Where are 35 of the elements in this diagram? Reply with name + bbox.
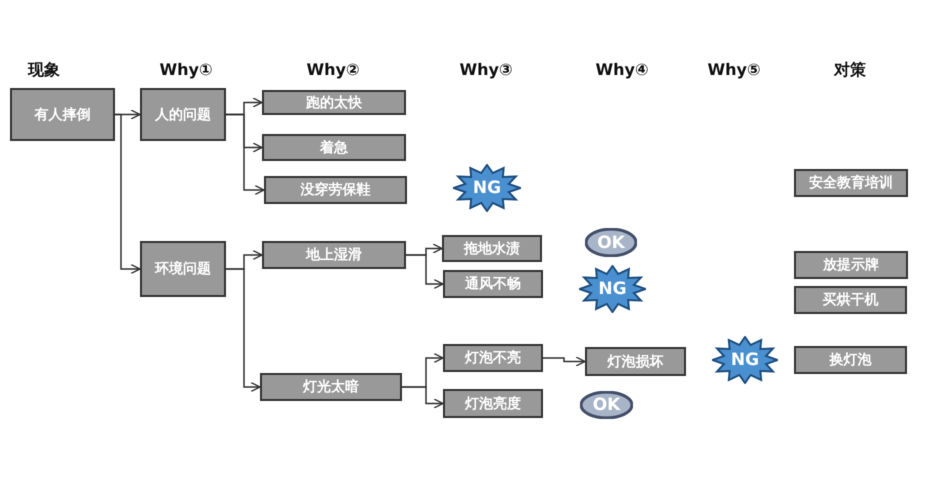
process-box: 环境问题 [140, 241, 226, 297]
process-box: 跑的太快 [262, 90, 406, 115]
column-heading: Why④ [596, 60, 648, 79]
arrow [406, 254, 444, 290]
arrow [543, 356, 586, 367]
process-box: 地上湿滑 [262, 241, 406, 269]
starburst-badge: NG [579, 265, 646, 313]
column-heading: Why② [306, 60, 360, 79]
column-heading: 对策 [834, 60, 866, 81]
arrow [226, 268, 261, 392]
process-box: 买烘干机 [794, 286, 907, 314]
arrow [226, 114, 265, 196]
process-box: 灯泡不亮 [443, 344, 543, 372]
arrow [402, 386, 444, 409]
process-box: 人的问题 [140, 88, 226, 141]
column-heading: Why③ [460, 60, 512, 79]
process-box: 放提示牌 [794, 251, 908, 279]
process-box: 灯光太暗 [260, 373, 402, 401]
process-box: 有人摔倒 [10, 88, 115, 141]
arrow [115, 114, 141, 274]
process-box: 安全教育培训 [794, 169, 908, 197]
process-box: 换灯泡 [794, 346, 907, 374]
starburst-badge: NG [712, 336, 778, 384]
process-box: 灯泡亮度 [443, 389, 543, 418]
process-box: 灯泡损坏 [585, 347, 686, 376]
column-heading: Why⑤ [708, 60, 760, 79]
starburst-badge: NG [453, 164, 521, 212]
process-box: 没穿劳保鞋 [264, 176, 407, 204]
process-box: 拖地水渍 [442, 235, 542, 262]
oval-badge: OK [585, 228, 637, 257]
column-heading: 现象 [28, 60, 60, 81]
oval-badge: OK [580, 391, 633, 419]
column-heading: Why① [160, 60, 212, 79]
process-box: 着急 [262, 134, 406, 161]
process-box: 通风不畅 [443, 270, 543, 298]
